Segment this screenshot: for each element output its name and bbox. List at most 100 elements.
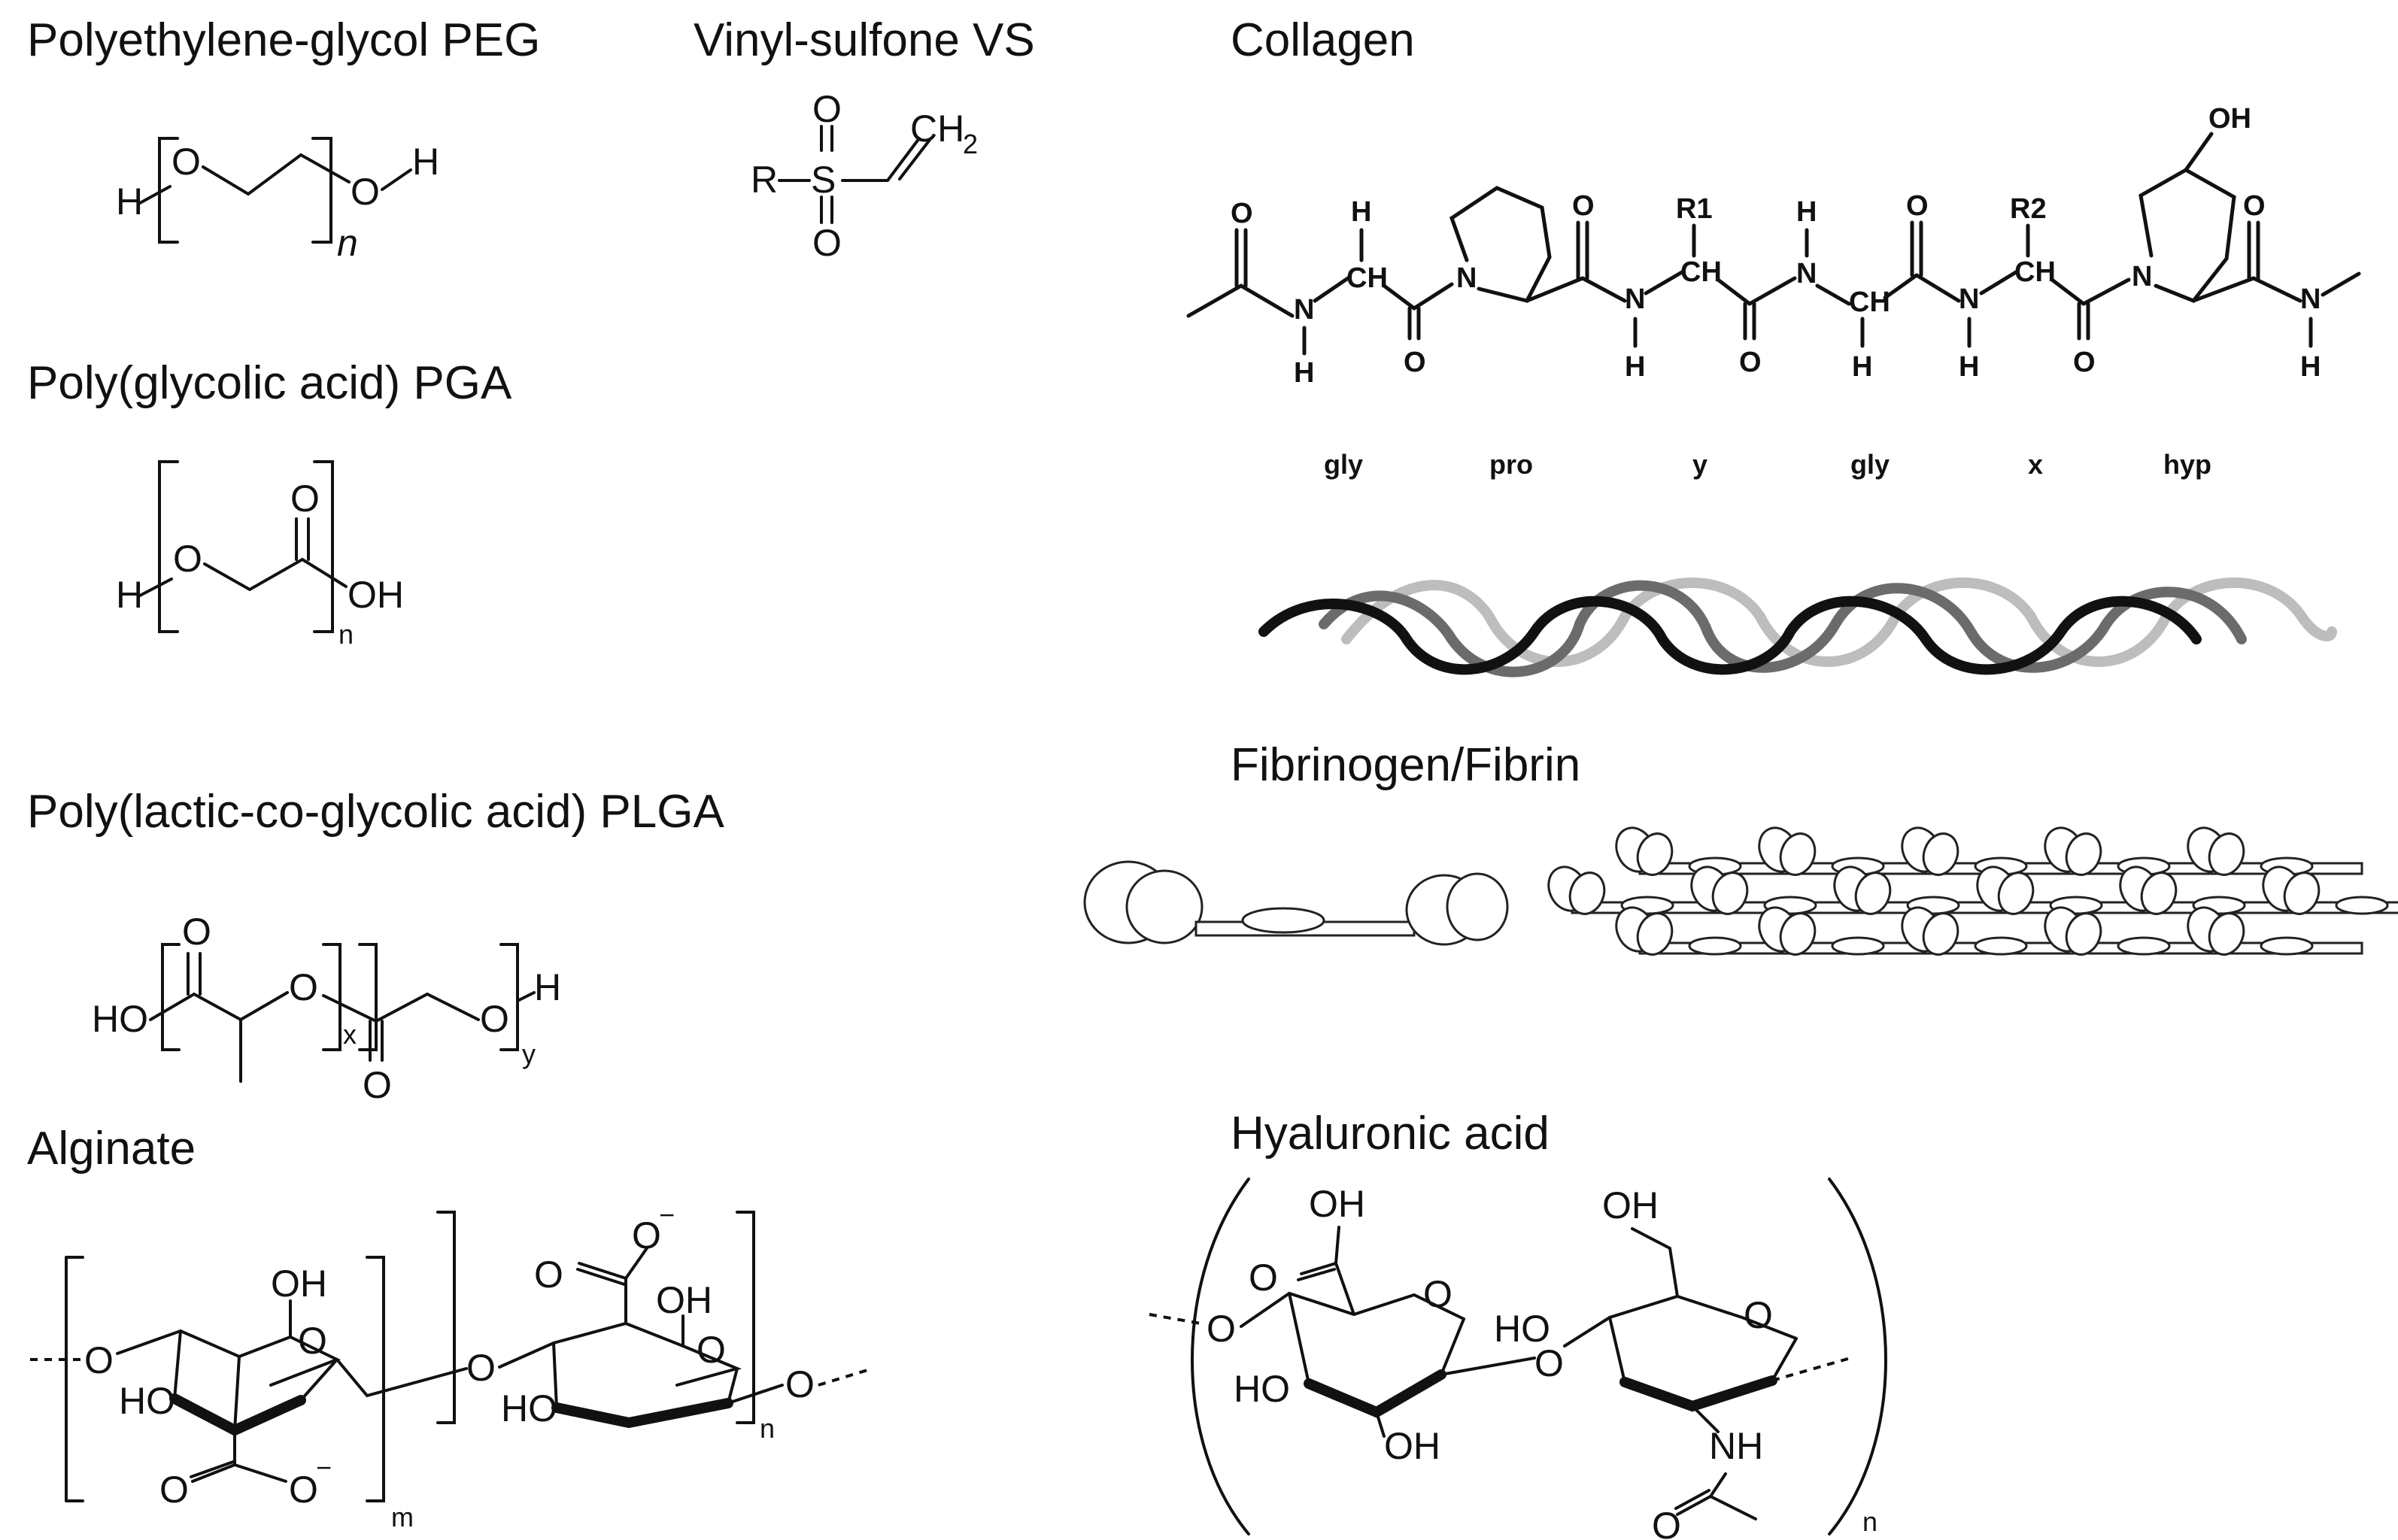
atom-n: N — [2132, 261, 2152, 293]
ring-bond — [173, 1329, 338, 1432]
central-domain — [1241, 907, 1325, 934]
bond — [2050, 277, 2086, 306]
bracket-left — [436, 1211, 456, 1424]
title-fibrinogen: Fibrinogen/Fibrin — [1231, 739, 1580, 791]
globular-domain — [1446, 872, 1509, 941]
bond-double — [369, 1020, 384, 1062]
ring-bond — [116, 1329, 341, 1387]
atom-nh: NH — [1709, 1425, 1763, 1467]
atom-o: O — [298, 1320, 327, 1362]
helix-strand-dark — [1258, 596, 2202, 675]
atom-o: O — [697, 1329, 726, 1371]
fibrin-globular-domain — [2283, 872, 2321, 915]
title-pga: Poly(glycolic acid) PGA — [27, 357, 512, 409]
bond — [138, 185, 172, 205]
atom-o: O — [1739, 347, 1762, 378]
bond — [138, 578, 173, 597]
atom-n: N — [1796, 258, 1817, 290]
fibrin-globular-domain — [1779, 832, 1817, 876]
bond — [1644, 270, 1684, 296]
bond-double — [1910, 220, 1923, 277]
bond — [1631, 1227, 1679, 1298]
charge-minus: − — [316, 1452, 332, 1483]
atom-n: N — [1456, 262, 1477, 294]
atom-o: O — [812, 222, 842, 264]
glycosidic-bond — [1440, 1357, 1536, 1376]
bond — [1313, 276, 1350, 303]
bond — [1979, 270, 2018, 296]
atom-o: O — [289, 1469, 318, 1511]
ring-bond — [1288, 1292, 1465, 1385]
bond — [322, 992, 480, 1023]
bracket-left — [161, 943, 181, 1051]
atom-oh: OH — [656, 1279, 712, 1321]
atom-r2: R2 — [2010, 193, 2047, 225]
atom-h: H — [1796, 196, 1817, 228]
backbone — [1186, 283, 1295, 318]
fibrin-central-domain — [1974, 936, 2028, 956]
bond-double — [2077, 302, 2090, 341]
fibrin-central-domain — [1688, 936, 1742, 956]
title-hyaluronic-acid: Hyaluronic acid — [1231, 1108, 1550, 1160]
atom-h: H — [1294, 357, 1314, 389]
ring-bond — [498, 1321, 742, 1387]
atom-o: O — [1534, 1342, 1564, 1384]
bond — [1716, 277, 1752, 306]
atom-o: O — [173, 538, 202, 580]
atom-o: O — [182, 911, 211, 953]
structure-hyaluronic-acid: n O O O OH HO OH O O OH HO NH O — [1149, 1178, 1887, 1540]
atom-o: O — [2243, 190, 2266, 222]
structure-pga: H O O OH n — [116, 460, 404, 650]
atom-oh: OH — [1309, 1183, 1365, 1225]
title-collagen: Collagen — [1231, 14, 1415, 66]
atom-h: H — [534, 966, 561, 1008]
fibrin-globular-domain — [1779, 912, 1817, 956]
bracket-right — [313, 460, 334, 633]
fibrin-central-domain — [2260, 936, 2314, 956]
atom-o: O — [363, 1064, 392, 1106]
bracket-right — [499, 943, 519, 1051]
title-vinyl-sulfone: Vinyl-sulfone VS — [694, 14, 1035, 66]
atom-ch: CH — [2014, 256, 2056, 288]
atom-s: S — [811, 159, 836, 201]
glycosidic-bond — [335, 1358, 468, 1398]
bracket-right — [322, 943, 341, 1051]
ring-wedge — [551, 1398, 733, 1429]
atom-o: O — [632, 1214, 661, 1257]
helix-strand-mid — [1319, 580, 2247, 678]
globular-domain — [1125, 869, 1204, 944]
paren-left — [1191, 1178, 1250, 1535]
bond — [518, 991, 536, 1002]
bond — [1883, 273, 1919, 300]
bond — [2251, 276, 2302, 303]
bond-double — [187, 952, 202, 996]
bracket-right — [311, 137, 332, 244]
title-peg: Polyethylene-glycol PEG — [27, 14, 540, 66]
fibrin-globular-domain — [1711, 872, 1749, 915]
bond — [202, 153, 351, 196]
bond-double — [1407, 306, 1421, 341]
bond — [2321, 271, 2361, 297]
atom-oh: OH — [271, 1263, 327, 1305]
fibrin-globular-domain — [2208, 832, 2245, 876]
structure-peg: H O O H n — [116, 137, 439, 264]
carboxyl — [1297, 1226, 1355, 1316]
bond — [1525, 276, 1585, 303]
ring-bond — [552, 1341, 739, 1409]
fibrin-globular-domain — [2065, 832, 2102, 876]
bond — [727, 1384, 784, 1405]
atom-oh: OH — [2208, 103, 2251, 135]
atom-o: O — [351, 171, 380, 213]
atom-o: O — [1423, 1273, 1452, 1315]
bond — [1580, 276, 1627, 303]
title-plga: Poly(lactic-co-glycolic acid) PLGA — [27, 786, 724, 838]
atom-h: H — [1852, 351, 1872, 383]
atom-ch: CH — [1849, 286, 1890, 318]
subscript-m: m — [391, 1502, 414, 1532]
fibrin-globular-domain — [1854, 872, 1892, 915]
bond-double — [1743, 302, 1756, 341]
atom-o: O — [159, 1469, 189, 1511]
subscript-n: n — [338, 619, 354, 650]
atom-n: N — [1959, 283, 1979, 315]
